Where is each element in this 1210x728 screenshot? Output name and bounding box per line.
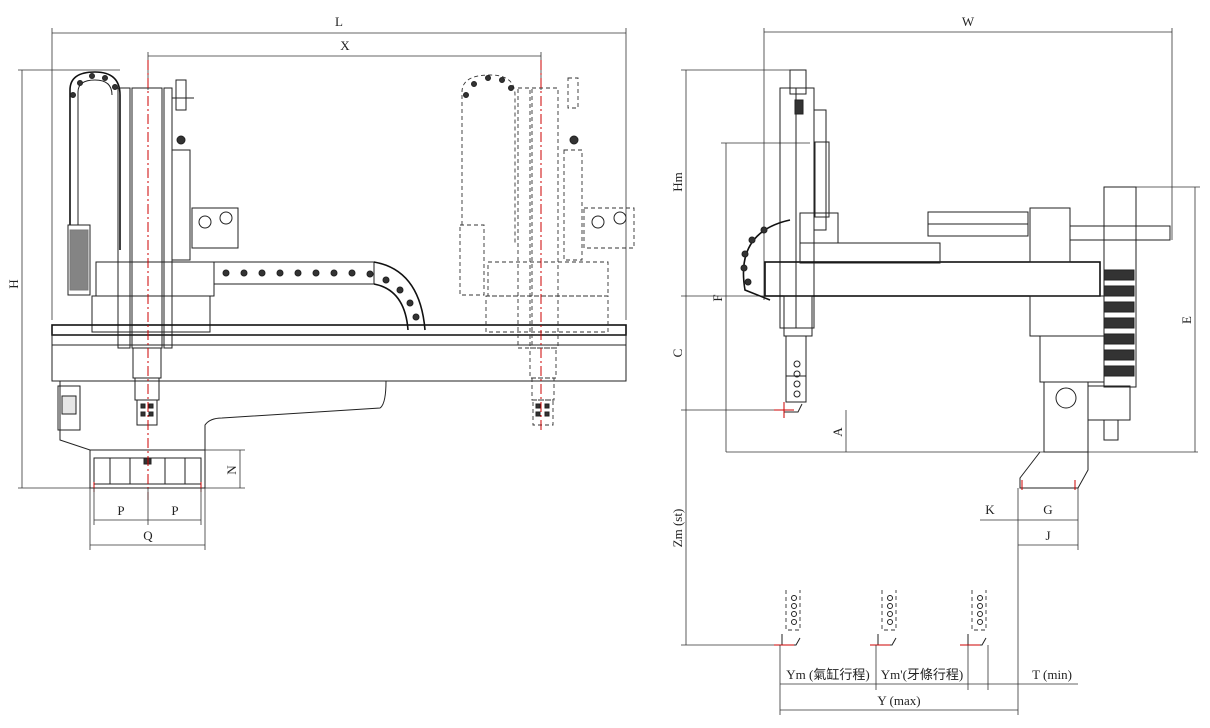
dim-label-N: N (224, 465, 239, 475)
dim-label-L: L (335, 14, 343, 29)
dim-label-Q: Q (143, 528, 153, 543)
dim-label-X: X (340, 38, 350, 53)
gripper-position-1 (774, 590, 801, 646)
gripper-position-3 (960, 590, 987, 646)
cable-chain-right (463, 75, 514, 98)
dim-label-C: C (670, 349, 685, 358)
dim-label-A: A (830, 427, 845, 437)
cable-chain-horizontal (222, 269, 420, 321)
dim-label-H: H (6, 279, 21, 288)
dim-label-K: K (985, 502, 995, 517)
cable-chain-left (70, 73, 118, 98)
dim-label-P-left: P (117, 503, 124, 518)
dim-label-Ym-cylinder: Ym (氣缸行程) (786, 667, 869, 682)
dim-label-T: T (min) (1032, 667, 1072, 682)
dim-label-J: J (1045, 528, 1050, 543)
cable-chain-side (740, 226, 768, 286)
dim-label-Y: Y (max) (877, 693, 920, 708)
dim-label-F: F (710, 294, 725, 301)
dim-label-W: W (962, 14, 975, 29)
vertical-chain-stack (1103, 269, 1135, 377)
front-view: L X H (6, 14, 635, 550)
dim-label-Ym-rack: Ym'(牙條行程) (881, 667, 964, 682)
dim-label-P-right: P (171, 503, 178, 518)
dim-label-G: G (1043, 502, 1052, 517)
gripper-position-2 (870, 590, 897, 646)
side-view: W Hm C Zm (st) F A E (670, 14, 1200, 715)
dim-label-Zm: Zm (st) (670, 509, 685, 548)
dim-label-E: E (1179, 316, 1194, 324)
dim-label-Hm: Hm (670, 172, 685, 192)
